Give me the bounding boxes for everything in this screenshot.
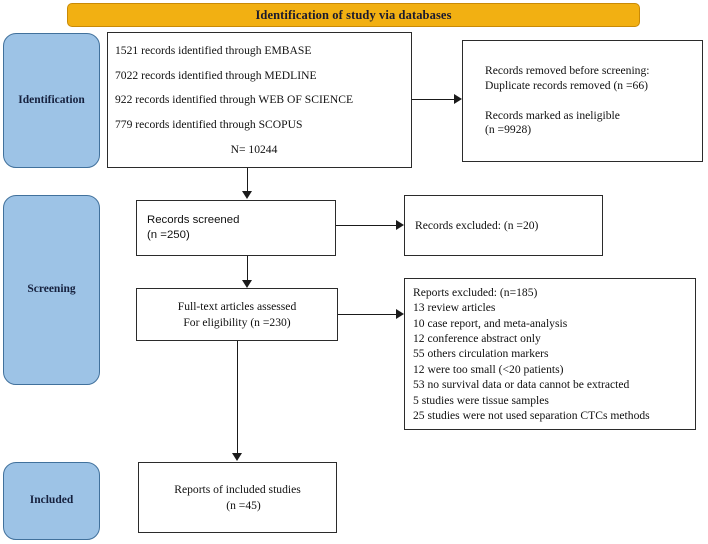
arrowhead-fulltext-to-included: [232, 453, 242, 461]
removed-group-duplicates: Records removed before screening: Duplic…: [485, 64, 692, 94]
included-label: Reports of included studies: [174, 482, 301, 496]
identified-source-embase: 1521 records identified through EMBASE: [115, 43, 312, 57]
identified-source-medline: 7022 records identified through MEDLINE: [115, 68, 317, 82]
screened-label: Records screened: [147, 213, 240, 226]
removed-duplicates-count: Duplicate records removed (n =66): [485, 78, 648, 92]
diagram-header-banner: Identification of study via databases: [67, 3, 640, 27]
box-records-identified: 1521 records identified through EMBASE 7…: [107, 32, 412, 168]
banner-title: Identification of study via databases: [255, 7, 452, 22]
connector-screened-to-fulltext: [246, 256, 249, 281]
stage-label-identification: Identification: [3, 33, 100, 168]
connector-fulltext-to-reports-excluded: [338, 313, 398, 316]
reports-excluded-reason-1: 13 review articles: [413, 301, 496, 315]
arrowhead-identification-to-screened: [242, 191, 252, 199]
removed-ineligible-count: (n =9928): [485, 123, 532, 137]
identified-total: N= 10244: [230, 142, 278, 156]
reports-excluded-reason-2: 10 case report, and meta-analysis: [413, 316, 568, 330]
connector-identification-to-removed: [412, 98, 456, 101]
identified-source-scopus: 779 records identified through SCOPUS: [115, 118, 303, 132]
reports-excluded-reason-6: 53 no survival data or data cannot be ex…: [413, 378, 630, 392]
reports-excluded-reason-8: 25 studies were not used separation CTCs…: [413, 408, 650, 422]
box-reports-excluded: Reports excluded: (n=185) 13 review arti…: [404, 278, 696, 430]
connector-identification-to-screened: [246, 168, 249, 192]
reports-excluded-reason-7: 5 studies were tissue samples: [413, 393, 549, 407]
connector-screened-to-excluded: [336, 224, 398, 227]
arrowhead-fulltext-to-reports-excluded: [396, 309, 404, 319]
fulltext-count: For eligibility (n =230): [183, 315, 291, 329]
arrowhead-screened-to-excluded: [396, 220, 404, 230]
records-excluded-count: Records excluded: (n =20): [415, 219, 539, 232]
box-included-studies: Reports of included studies (n =45): [138, 462, 337, 533]
stage-included-text: Included: [29, 494, 74, 507]
box-records-removed: Records removed before screening: Duplic…: [462, 40, 703, 162]
arrowhead-screened-to-fulltext: [242, 280, 252, 288]
stage-screening-text: Screening: [27, 283, 76, 296]
identified-source-web-of-science: 922 records identified through WEB OF SC…: [115, 93, 354, 107]
box-fulltext-assessed: Full-text articles assessed For eligibil…: [136, 288, 338, 341]
included-count: (n =45): [226, 498, 261, 512]
arrowhead-identification-to-removed: [454, 94, 462, 104]
stage-identification-text: Identification: [18, 93, 85, 106]
screened-count: (n =250): [147, 229, 190, 241]
stage-label-screening: Screening: [3, 195, 100, 385]
stage-label-included: Included: [3, 462, 100, 540]
reports-excluded-total: Reports excluded: (n=185): [413, 286, 538, 299]
reports-excluded-reason-4: 55 others circulation markers: [413, 347, 549, 361]
removed-before-screening-label: Records removed before screening:: [485, 63, 650, 77]
removed-ineligible-label: Records marked as ineligible: [485, 108, 620, 122]
removed-group-ineligible: Records marked as ineligible (n =9928): [485, 109, 692, 139]
reports-excluded-reason-5: 12 were too small (<20 patients): [413, 362, 564, 376]
fulltext-label: Full-text articles assessed: [177, 300, 297, 314]
reports-excluded-reason-3: 12 conference abstract only: [413, 332, 541, 346]
box-records-screened: Records screened (n =250): [136, 200, 336, 256]
connector-fulltext-to-included: [236, 341, 239, 455]
box-records-excluded: Records excluded: (n =20): [404, 195, 603, 256]
